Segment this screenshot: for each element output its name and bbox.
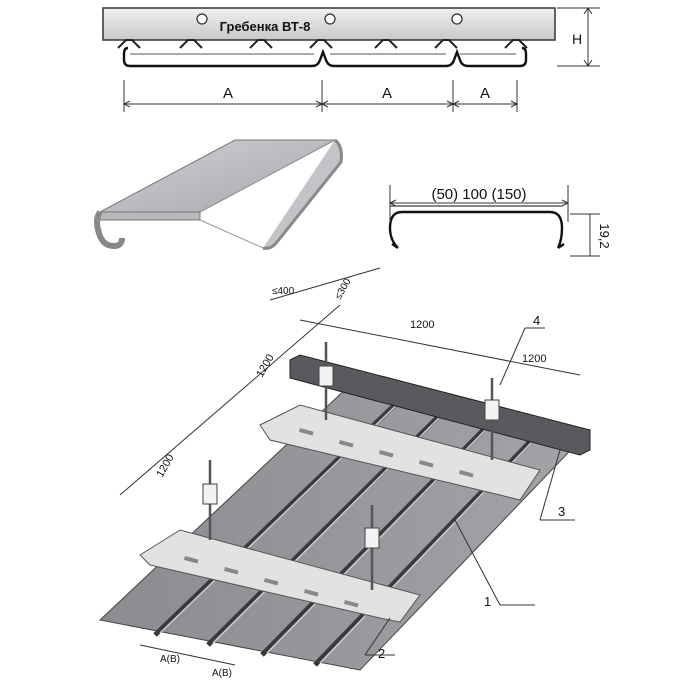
assembly-isometric <box>98 342 592 671</box>
spacing-label: A <box>382 85 392 102</box>
panel-pitch-label: A(B) <box>160 654 180 665</box>
rail-title: Гребенка ВТ-8 <box>220 19 311 34</box>
rail-hole <box>451 13 463 25</box>
span-label: 1200 <box>522 353 546 365</box>
span-label: 1200 <box>254 352 277 379</box>
height-dimension: H <box>557 7 600 67</box>
span-label: 1200 <box>410 319 434 331</box>
rail-hole <box>196 13 208 25</box>
comb-rail-front <box>139 529 421 623</box>
height-label: H <box>572 31 582 47</box>
profile-height-label: 19,2 <box>597 223 612 248</box>
span-label: 1200 <box>154 452 177 479</box>
panel-3d-view <box>94 138 343 250</box>
rail-teeth <box>117 39 528 49</box>
panel-right-bend <box>262 138 343 250</box>
spacing-label: A <box>223 85 233 102</box>
rail-cross-section: Гребенка ВТ-8 <box>102 7 556 68</box>
spacing-label: A <box>480 85 490 102</box>
panel-left-bend <box>94 210 125 250</box>
callout-4: 4 <box>533 313 540 328</box>
callout-3: 3 <box>558 504 565 519</box>
assembly-dimension-lines <box>119 267 581 666</box>
carrier-rail <box>289 354 591 456</box>
profile-width-label: (50) 100 (150) <box>431 186 526 203</box>
panel-pitch-label: A(B) <box>212 668 232 679</box>
panel-profiles <box>122 46 528 68</box>
edge-offset-label: ≤400 <box>272 286 295 297</box>
hanger-clips <box>202 365 500 549</box>
callout-2: 2 <box>378 646 385 661</box>
rail-hole <box>324 13 336 25</box>
spacing-dimension: A A A <box>122 80 519 112</box>
comb-rail-slots <box>183 428 474 608</box>
panel-profile-drawing: (50) 100 (150) 19,2 <box>388 185 612 257</box>
hanger-offset-label: ≤300 <box>333 276 354 301</box>
callout-1: 1 <box>484 594 491 609</box>
